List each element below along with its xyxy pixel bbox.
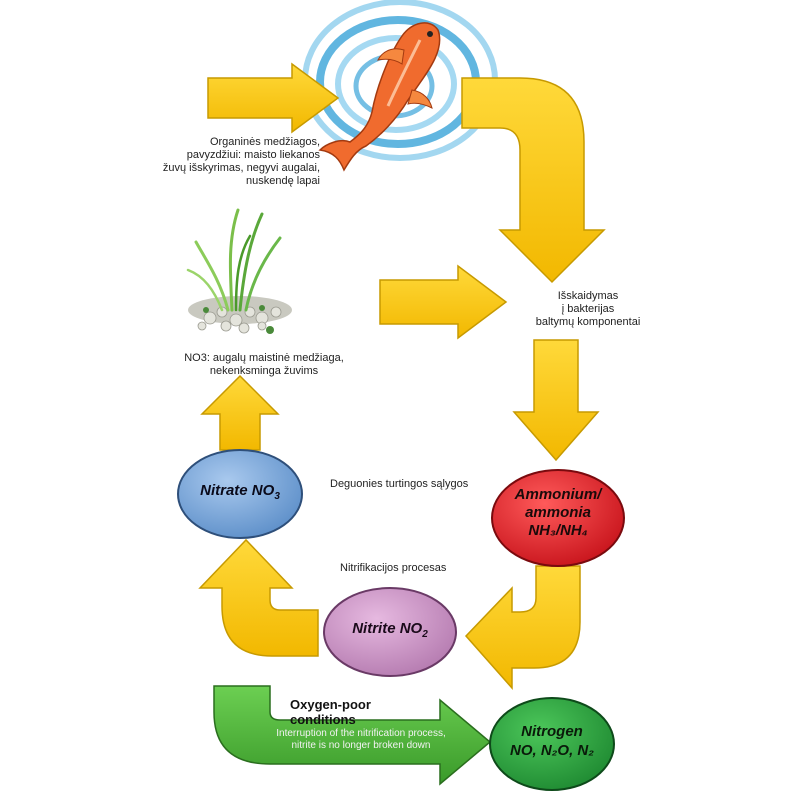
- fish-icon: [318, 22, 441, 172]
- ammonium-node: [491, 469, 625, 567]
- nitrite-node: [323, 587, 457, 677]
- arrow-to-decomposition: [379, 264, 508, 340]
- arrow-nitrate-to-plant: [200, 374, 280, 451]
- oxygen-poor-label: Oxygen-poor conditions: [290, 697, 371, 727]
- nitrification-label: Nitrifikacijos procesas: [340, 562, 447, 574]
- arrow-to-ammonium: [512, 339, 600, 462]
- nitrite-text: Nitrite NO2: [352, 620, 428, 640]
- nitrate-text: Nitrate NO3: [200, 482, 280, 502]
- arrow-to-nitrogen: [213, 685, 492, 786]
- ammonium-text: Ammonium/ ammonia NH₃/NH₄: [514, 486, 602, 539]
- nitrogen-node: [489, 697, 615, 791]
- arrow-fish-to-decomposition: [461, 77, 606, 284]
- organic-matter-label: Organinės medžiagos, pavyzdžiui: maisto …: [162, 136, 320, 187]
- no3-note-label: NO3: augalų maistinė medžiaga, nekenksmi…: [184, 352, 344, 377]
- arrow-to-fish: [207, 62, 340, 134]
- interruption-label: Interruption of the nitrification proces…: [276, 728, 446, 751]
- arrow-nitrite-to-nitrate: [198, 538, 319, 657]
- nitrogen-text: Nitrogen NO, N₂O, N₂: [510, 723, 594, 759]
- arrow-ammonium-to-nitrite: [464, 565, 581, 690]
- decomposition-label: Išskaidymas į bakterijas baltymų kompone…: [535, 290, 641, 328]
- aquatic-plant-icon: [186, 208, 292, 334]
- oxygen-rich-label: Deguonies turtingos sąlygos: [330, 478, 469, 490]
- nitrate-node: [177, 449, 303, 539]
